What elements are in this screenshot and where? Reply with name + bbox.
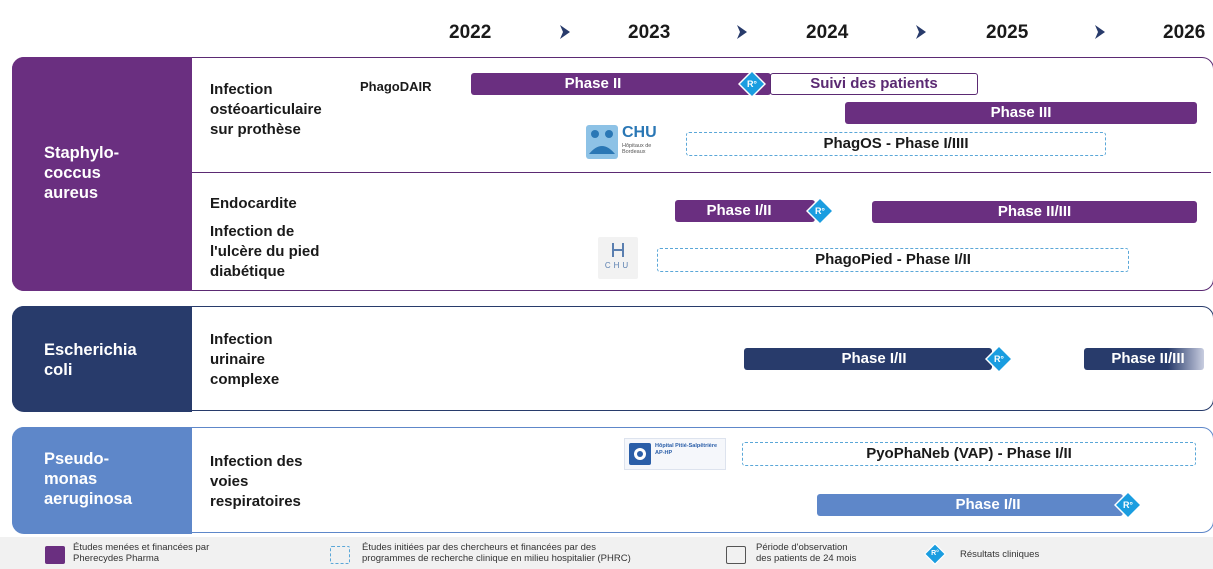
legend-swatch-observation xyxy=(726,546,746,564)
bar-phagos: PhagOS - Phase I/IIII xyxy=(686,132,1106,156)
indication-endocardite: Endocardite xyxy=(210,195,297,212)
hospital-icon xyxy=(629,443,651,465)
logo-text: Hôpital Pitié-Salpêtrière AP-HP xyxy=(655,443,718,456)
ecoli-label: Escherichia coli xyxy=(12,306,192,412)
logo-subtext: Hôpitaux de Bordeaux xyxy=(622,143,652,155)
bar-phase2: Phase II xyxy=(471,73,771,95)
legend-phrc: Études initiées par des chercheurs et fi… xyxy=(362,542,631,564)
chevron-right-icon xyxy=(560,25,570,39)
staph-divider xyxy=(192,172,1211,173)
chevron-right-icon xyxy=(916,25,926,39)
chevron-right-icon xyxy=(1095,25,1105,39)
diamond-results-icon xyxy=(985,345,1013,373)
chu-bordeaux-logo: CHU Hôpitaux de Bordeaux xyxy=(585,124,657,162)
bar-pyophaneb: PyoPhaNeb (VAP) - Phase I/II xyxy=(742,442,1196,466)
year-label: 2025 xyxy=(986,22,1029,43)
indication-urinaire: Infection urinaire complexe xyxy=(210,331,280,388)
chu-logo: CHU xyxy=(598,237,638,279)
hospital-icon xyxy=(612,243,624,257)
diamond-results-icon xyxy=(738,70,766,98)
bar-phagopied: PhagoPied - Phase I/II xyxy=(657,248,1129,272)
year-label: 2023 xyxy=(628,22,671,43)
diamond-label: R° xyxy=(814,206,826,216)
diamond-results-icon xyxy=(806,197,834,225)
indication-osteo: Infection ostéoarticulaire sur prothèse xyxy=(210,81,322,138)
diamond-label: R° xyxy=(1122,500,1134,510)
pseudo-label: Pseudo- monas aeruginosa xyxy=(12,427,192,534)
year-label: 2026 xyxy=(1163,22,1206,43)
indication-respiratoire: Infection des voies respiratoires xyxy=(210,453,303,510)
sponsor-phagodair: PhagoDAIR xyxy=(360,79,432,94)
bar-label: Phase III xyxy=(990,104,1052,121)
year-label: 2024 xyxy=(806,22,849,43)
legend-swatch-phrc xyxy=(330,546,350,564)
bar-endo-phase23: Phase II/III xyxy=(872,201,1197,223)
diamond-results-icon xyxy=(1114,491,1142,519)
logo-text: CHU xyxy=(622,124,657,141)
staph-label: Staphylo- coccus aureus xyxy=(12,57,192,291)
diamond-label: R° xyxy=(746,79,758,89)
legend-observation: Période d'observation des patients de 24… xyxy=(756,542,857,564)
bar-suivi-patients: Suivi des patients xyxy=(770,73,978,95)
bar-label: Phase II xyxy=(564,75,622,92)
pitie-salpetriere-logo: Hôpital Pitié-Salpêtrière AP-HP xyxy=(624,438,726,470)
indication-ulcere: Infection de l'ulcère du pied diabétique xyxy=(210,223,320,280)
chevron-right-icon xyxy=(737,25,747,39)
bar-endo-phase12: Phase I/II xyxy=(675,200,815,222)
bar-ecoli-phase23: Phase II/III xyxy=(1084,348,1204,370)
bar-label: Phase II/III xyxy=(1111,350,1185,367)
logo-text: CHU xyxy=(604,261,632,270)
hospital-icon xyxy=(586,125,618,159)
diamond-label: R° xyxy=(931,550,939,557)
legend-pherecydes: Études menées et financées par Pherecyde… xyxy=(73,542,210,564)
diamond-label: R° xyxy=(993,354,1005,364)
year-label: 2022 xyxy=(449,22,492,43)
bar-pseudo-phase12: Phase I/II xyxy=(817,494,1123,516)
diamond-results-icon xyxy=(924,543,946,565)
legend-bar xyxy=(0,537,1213,569)
legend-results: Résultats cliniques xyxy=(960,549,1040,560)
legend-swatch-pherecydes xyxy=(45,546,65,564)
bar-label: Phase I/II xyxy=(706,202,772,219)
ecoli-panel xyxy=(12,306,1213,411)
bar-phase3: Phase III xyxy=(845,102,1197,124)
bar-ecoli-phase12: Phase I/II xyxy=(744,348,992,370)
bar-label: Phase I/II xyxy=(841,350,907,367)
bar-label: Phase I/II xyxy=(955,496,1021,513)
